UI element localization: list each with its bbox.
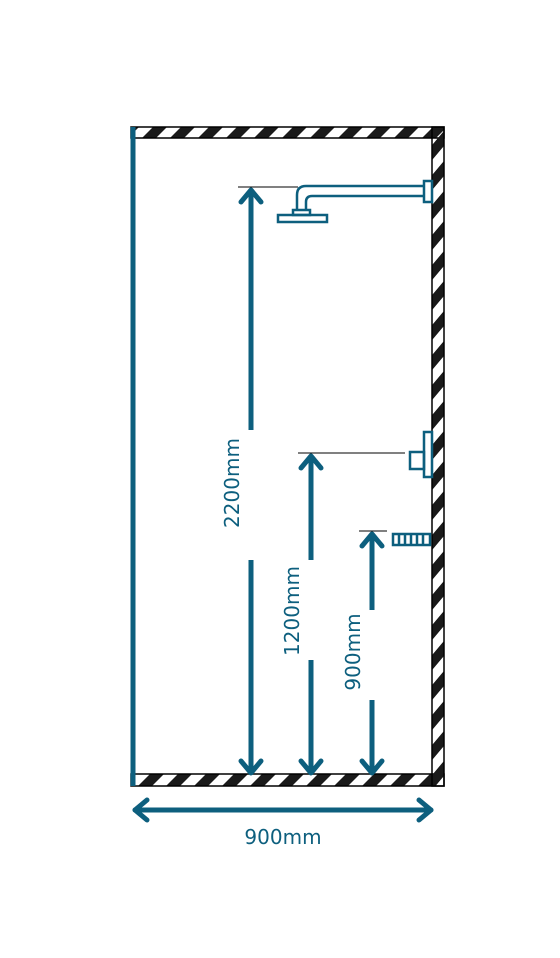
bottom-wall bbox=[130, 773, 445, 787]
mixer-valve-height-label: 1200mm bbox=[280, 566, 304, 656]
cubicle-width-label: 900mm bbox=[244, 825, 321, 849]
controls-height-label: 900mm bbox=[341, 613, 365, 690]
rainfall-shower-head-icon bbox=[276, 179, 434, 224]
cubicle-width-arrow bbox=[132, 797, 434, 823]
right-wall bbox=[431, 126, 445, 787]
shower-head-label-backdrop bbox=[240, 430, 262, 560]
mixer-valve-label-backdrop bbox=[300, 560, 322, 660]
controls-label-backdrop bbox=[361, 610, 383, 700]
slider-rail-controls-icon bbox=[391, 532, 432, 547]
shower-mixer-valve-icon bbox=[408, 430, 434, 479]
shower-head-height-label: 2200mm bbox=[220, 438, 244, 528]
top-wall bbox=[130, 126, 445, 139]
